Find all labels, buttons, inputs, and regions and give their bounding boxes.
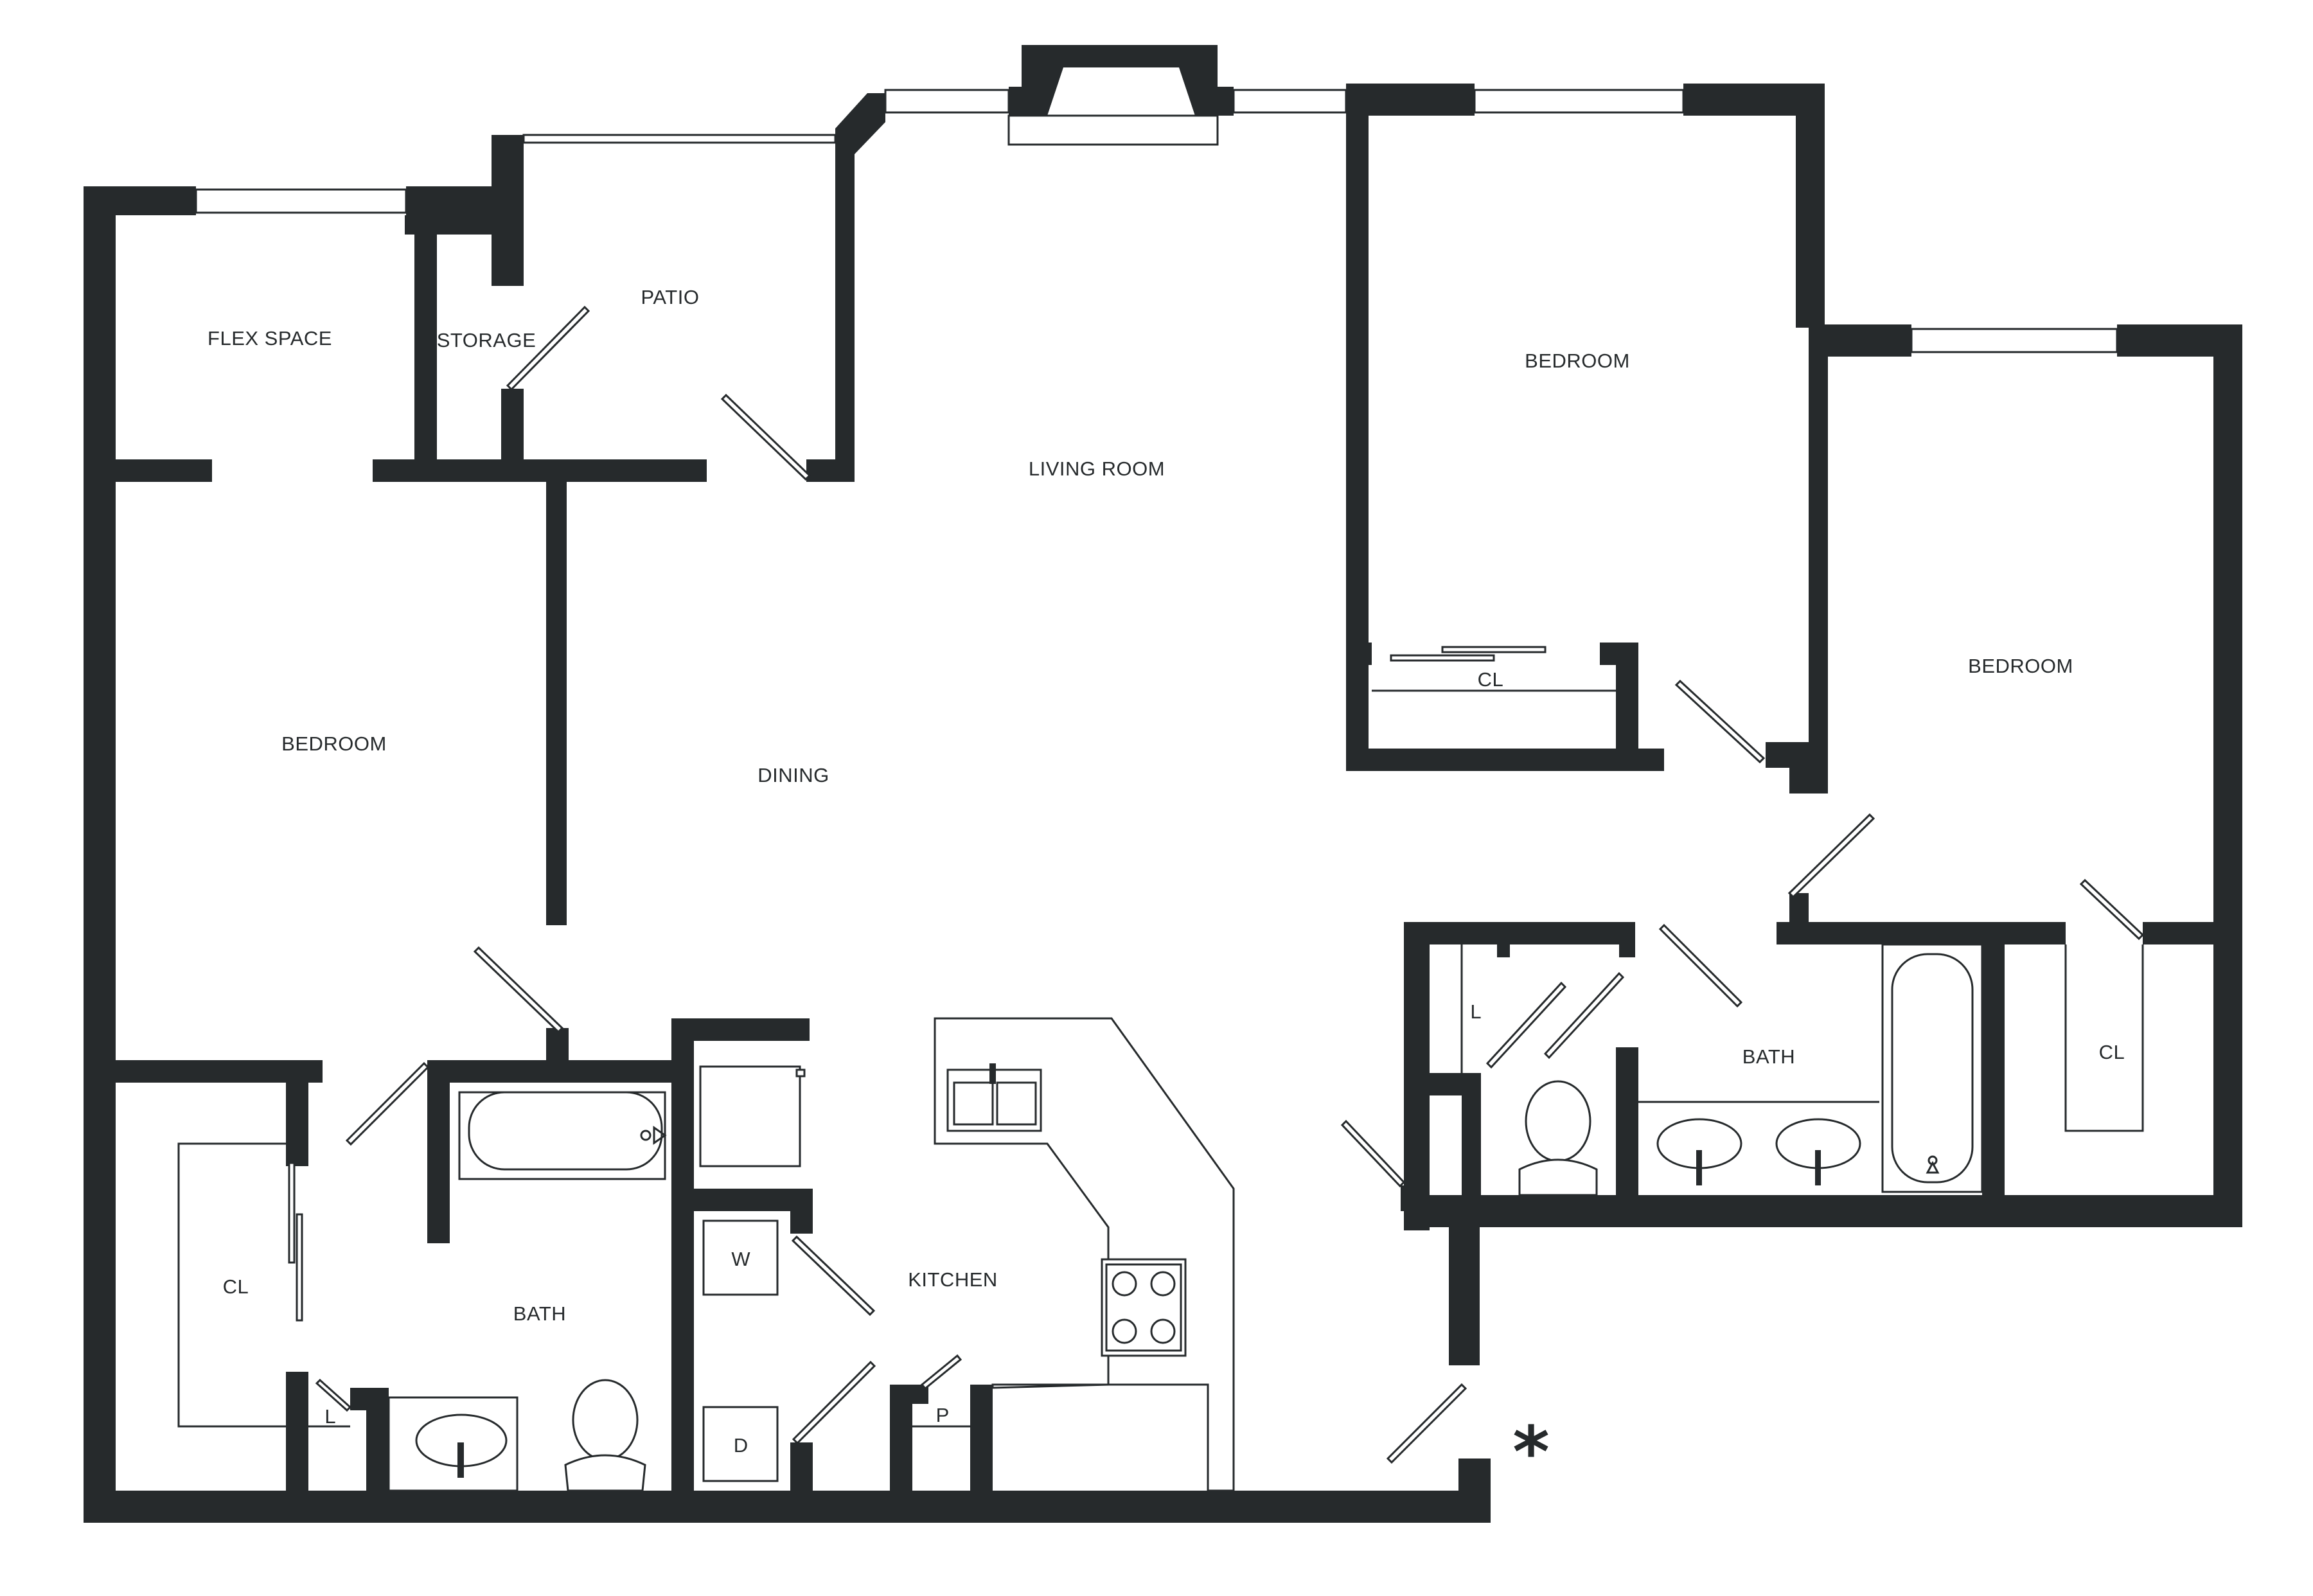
washer-icon: [702, 1219, 779, 1296]
label-storage: STORAGE: [437, 329, 536, 351]
label-closet-top-center: CL: [1478, 668, 1504, 691]
interior-walls: [84, 215, 2242, 1523]
label-pantry: P: [936, 1404, 950, 1426]
label-bedroom-top-center: BEDROOM: [1525, 350, 1630, 372]
fixture-labels: L L P W D: [324, 1000, 1481, 1457]
label-bath-right: BATH: [1742, 1045, 1795, 1068]
entry-marker: *: [1512, 1411, 1550, 1493]
outlines: [177, 689, 2144, 1492]
label-kitchen: KITCHEN: [908, 1268, 998, 1291]
label-linen-right: L: [1470, 1000, 1481, 1023]
fixtures: [387, 943, 1983, 1492]
label-dining: DINING: [758, 764, 829, 786]
label-closet-left: CL: [223, 1275, 249, 1298]
label-dryer: D: [734, 1434, 748, 1457]
label-flex-space: FLEX SPACE: [208, 327, 332, 350]
label-living-room: LIVING ROOM: [1029, 457, 1165, 480]
label-washer: W: [731, 1248, 750, 1270]
room-labels: FLEX SPACE STORAGE PATIO LIVING ROOM BED…: [208, 286, 2125, 1325]
label-linen-left: L: [324, 1405, 335, 1428]
label-bedroom-left: BEDROOM: [281, 732, 387, 755]
windows: [195, 89, 2118, 353]
doors: [288, 305, 2145, 1464]
label-bath-left: BATH: [513, 1302, 566, 1325]
dryer-icon: [702, 1406, 779, 1482]
exterior-walls: [84, 45, 2242, 1523]
label-closet-right: CL: [2099, 1041, 2125, 1063]
label-bedroom-right: BEDROOM: [1968, 655, 2073, 677]
label-patio: PATIO: [641, 286, 700, 308]
